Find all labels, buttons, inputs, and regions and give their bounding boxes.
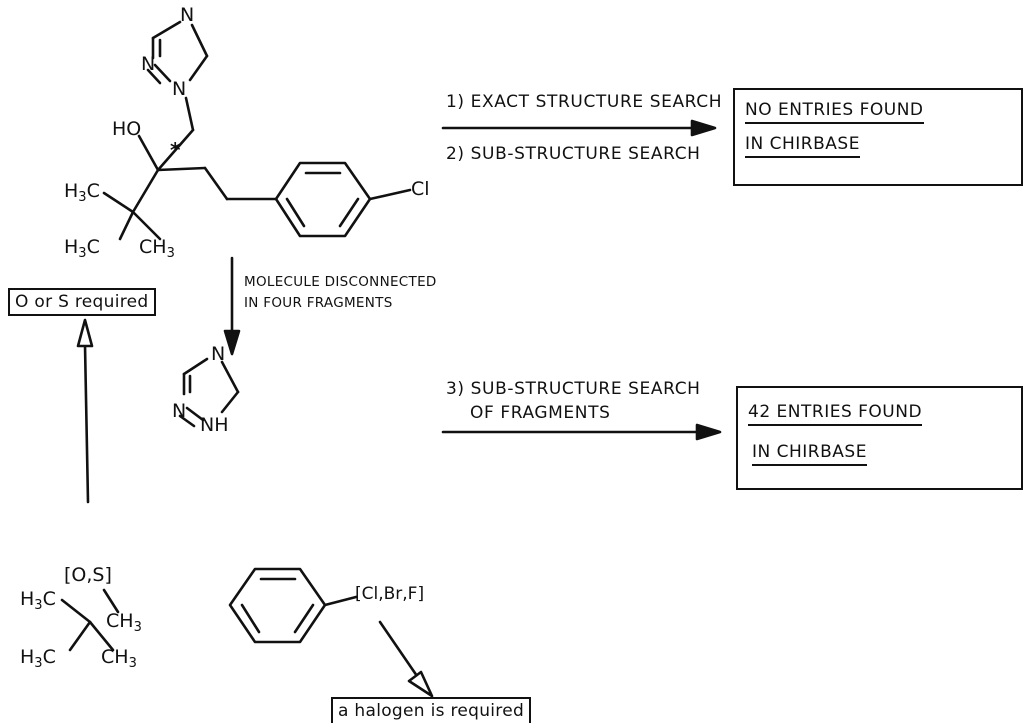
arrow-search-3-head: [695, 423, 722, 441]
frag-isopropyl-a-label: H3C: [20, 588, 56, 613]
bond-iso-me1: [60, 598, 92, 624]
bond-cq-me3: [131, 210, 162, 241]
chlorophenyl-ring: [274, 161, 412, 238]
fragment-phenyl-ring: [228, 567, 358, 644]
top-triazole-ring: [146, 20, 209, 85]
frag-halogen-label: [Cl,Br,F]: [355, 584, 425, 604]
methyl-c-label: CH3: [139, 236, 175, 261]
result-box-found: 42 ENTRIES FOUND IN CHIRBASE: [736, 386, 1023, 490]
step-1-exact-search: 1) EXACT STRUCTURE SEARCH: [446, 92, 723, 112]
bond-iso-me3: [88, 620, 115, 652]
bond-n-ch2: [184, 96, 195, 132]
arrow-halogen-note: [378, 620, 419, 678]
bond-c-oh: [137, 134, 160, 172]
result-box-no-entries: NO ENTRIES FOUND IN CHIRBASE: [733, 88, 1023, 186]
frag-triazole-nh-label: NH: [200, 414, 229, 436]
frag-triazole-n2-label: N: [172, 400, 187, 422]
no-entries-line1: NO ENTRIES FOUND: [745, 100, 924, 124]
bond-ch2a-ch2b: [203, 166, 229, 201]
arrow-search-1-head: [690, 119, 717, 137]
found-line1: 42 ENTRIES FOUND: [748, 402, 923, 426]
disconnect-line1: MOLECULE DISCONNECTED: [244, 274, 437, 290]
disconnect-caption: MOLECULE DISCONNECTED IN FOUR FRAGMENTS: [244, 272, 437, 314]
arrow-os-note: [83, 343, 90, 504]
bond-cq-me1: [102, 191, 135, 214]
fragment-triazole-ring: [178, 357, 240, 428]
no-entries-line2: IN CHIRBASE: [745, 134, 860, 158]
frag-heteroatom-label: [O,S]: [64, 564, 112, 586]
triazole-top-n1-label: N: [180, 4, 195, 26]
arrow-os-note-head: [76, 318, 94, 348]
frag-methyl-label: CH3: [106, 610, 142, 635]
frag-isopropyl-b-label: H3C: [20, 646, 56, 671]
o-or-s-note: O or S required: [8, 288, 156, 316]
stereocenter-marker: *: [170, 138, 181, 162]
triazole-top-n2-label: N: [141, 53, 156, 75]
found-line2: IN CHIRBASE: [752, 442, 867, 466]
step-2-substructure-search: 2) SUB-STRUCTURE SEARCH: [446, 144, 701, 164]
hydroxyl-label: HO: [112, 118, 142, 140]
step-3-line1: 3) SUB-STRUCTURE SEARCH: [446, 379, 701, 399]
arrow-halogen-note-head: [407, 670, 434, 698]
chloro-label: Cl: [411, 178, 430, 200]
bond-c-ch2a: [156, 166, 207, 172]
frag-isopropyl-c-label: CH3: [101, 646, 137, 671]
disconnect-line2: IN FOUR FRAGMENTS: [244, 294, 393, 311]
methyl-a-label: H3C: [64, 180, 100, 205]
bond-iso-me2: [68, 620, 92, 652]
frag-triazole-n1-label: N: [211, 343, 226, 365]
bond-ch2-c: [156, 128, 195, 172]
triazole-top-n3-label: N: [172, 78, 187, 100]
step-3-line2: OF FRAGMENTS: [470, 403, 611, 423]
bond-cq-me2: [118, 210, 135, 241]
methyl-b-label: H3C: [64, 236, 100, 261]
halogen-note: a halogen is required: [331, 697, 532, 723]
arrow-disconnect-head: [223, 329, 241, 356]
bond-os-ch3: [102, 588, 120, 614]
bond-c-cq: [131, 168, 160, 214]
